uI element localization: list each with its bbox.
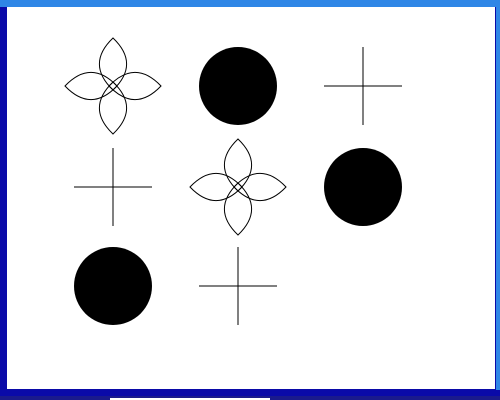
plus-icon	[199, 247, 277, 325]
plus-icon	[324, 47, 402, 125]
flower-icon	[64, 37, 162, 135]
plus-icon	[74, 148, 152, 226]
flower-icon	[189, 138, 287, 236]
window-frame-gap	[110, 398, 270, 400]
drawing-canvas[interactable]	[7, 7, 495, 389]
filled-circle-icon	[324, 148, 402, 226]
window-frame-right	[496, 0, 500, 390]
window-frame-top	[0, 0, 500, 7]
symbol-grid	[64, 37, 402, 325]
filled-circle-icon	[74, 247, 152, 325]
filled-circle-icon	[199, 47, 277, 125]
